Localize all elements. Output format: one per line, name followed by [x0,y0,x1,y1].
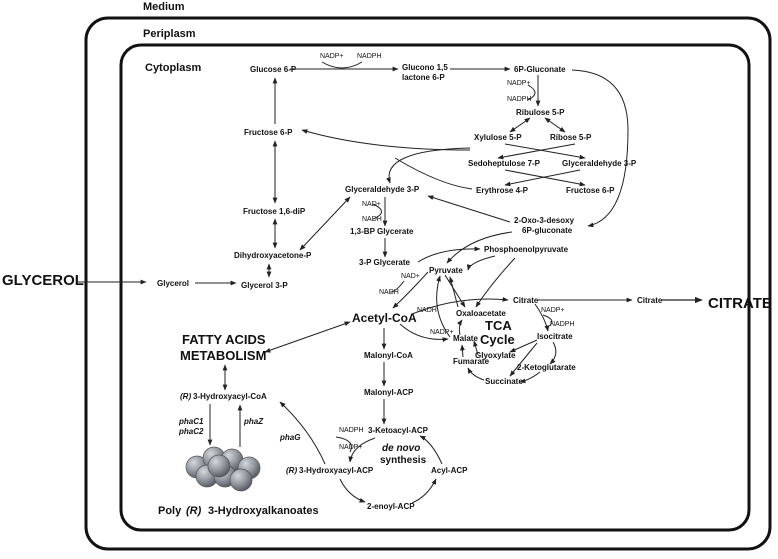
cofactor-nadph-fas: NADPH [339,427,364,434]
cofactor-nadph-icd: NADPH [550,321,575,328]
fructose-6p: Fructose 6-P [244,128,293,137]
isocitrate: Isocitrate [537,332,573,341]
gluconolactone-line2: lactone 6-P [402,73,445,82]
cofactor-nad-pdh: NAD+ [401,273,420,280]
gene-phac1: phaC1 [178,417,204,426]
kdpg-line1: 2-Oxo-3-desoxy [514,216,575,225]
medium-label: Medium [143,1,185,13]
fructose-6p-ppp: Fructose 6-P [566,186,615,195]
ribulose-5p: Ribulose 5-P [516,108,565,117]
de-novo-line2: synthesis [380,455,427,466]
ketoacyl-acp: 3-Ketoacyl-ACP [368,426,429,435]
pyruvate: Pyruvate [429,266,463,275]
sedoheptulose-7p: Sedoheptulose 7-P [468,159,541,168]
cofactor-nadp: NADP+ [320,53,344,60]
malate: Malate [453,334,478,343]
cofactor-nadp-icd: NADP+ [541,307,565,314]
kdpg-line2: 6P-gluconate [522,226,573,235]
cofactor-nadh-pdh: NADH [379,289,399,296]
cofactor-nadp-me: NADP+ [430,329,454,336]
glucose-6p: Glucose 6-P [250,65,297,74]
cofactor-nad-glyc: NAD+ [362,201,381,208]
cofactor-nadh-tca: NADH [417,307,437,314]
glyceraldehyde-3p: Glyceraldehyde 3-P [345,185,420,194]
periplasm-label: Periplasm [143,28,196,40]
acyl-acp: Acyl-ACP [431,466,468,475]
citrate-export: Citrate [637,296,663,305]
gene-phaz: phaZ [243,417,264,426]
pha-granules [185,446,261,492]
cytoplasm-label: Cytoplasm [145,62,201,74]
p-glycerate: 3-P Glycerate [359,258,411,267]
cofactor-nadph-ppp: NADPH [507,96,532,103]
cofactor-nadp-ppp: NADP+ [507,80,531,87]
oxaloacetate: Oxaloacetate [456,309,506,318]
gluconate-6p: 6P-Gluconate [514,65,566,74]
dihydroxyacetone-p: Dihydroxyacetone-P [234,251,312,260]
erythrose-4p: Erythrose 4-P [476,186,529,195]
acetyl-coa: Acetyl-CoA [352,311,417,325]
fatty-acids-line2: METABOLISM [180,348,266,363]
bp-glycerate: 1,3-BP Glycerate [350,227,414,236]
fructose-16dip: Fructose 1,6-diP [243,207,306,216]
glyceraldehyde-3p-ppp: Glyceraldehyde 3-P [562,159,637,168]
ribose-5p: Ribose 5-P [550,133,592,142]
tca-line1: TCA [485,318,512,333]
r-label-coa: (R) [180,392,191,401]
tca-line2: Cycle [480,332,515,347]
r-label-acp: (R) [286,466,297,475]
glycerol-3p: Glycerol 3-P [241,281,288,290]
hydroxyacyl-acp: 3-Hydroxyacyl-ACP [299,466,374,475]
cofactor-nadph: NADPH [357,53,382,60]
ketoglutarate: 2-Ketoglutarate [517,363,576,372]
glycerol-external: GLYCEROL [2,272,84,289]
gene-phac2: phaC2 [178,427,204,436]
arrows [78,61,703,504]
pha-prefix: Poly [158,505,182,517]
cofactor-nadp-fas: NADP+ [339,444,363,451]
fumarate: Fumarate [453,357,490,366]
enoyl-acp: 2-enoyl-ACP [367,502,415,511]
citrate-tca: Citrate [513,296,539,305]
cytoplasm-box [119,43,751,532]
glyoxylate: Glyoxylate [475,351,516,360]
fatty-acids-line1: FATTY ACIDS [182,332,266,347]
pha-suffix: 3-Hydroxyalkanoates [208,505,319,517]
citrate-external: CITRATE [708,295,772,312]
gene-phag: phaG [279,433,300,442]
gluconolactone-line1: Glucono 1,5 [402,63,448,72]
hydroxyacyl-coa: 3-Hydroxyacyl-CoA [193,392,267,401]
cofactor-nadh-glyc: NADH [362,216,382,223]
glycerol-internal: Glycerol [157,279,189,288]
malonyl-coa: Malonyl-CoA [364,351,413,360]
phosphoenolpyruvate: Phosphoenolpyruvate [484,245,569,254]
periplasm-box [84,16,772,551]
de-novo-line1: de novo [382,443,420,454]
malonyl-acp: Malonyl-ACP [364,388,414,397]
succinate: Succinate [485,377,523,386]
pha-r: (R) [186,505,202,517]
xylulose-5p: Xylulose 5-P [474,133,522,142]
